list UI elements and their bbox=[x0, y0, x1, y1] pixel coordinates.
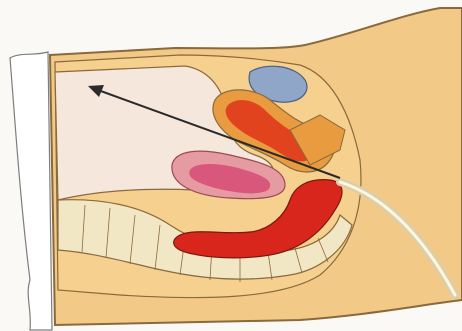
table-sheet bbox=[10, 52, 52, 330]
